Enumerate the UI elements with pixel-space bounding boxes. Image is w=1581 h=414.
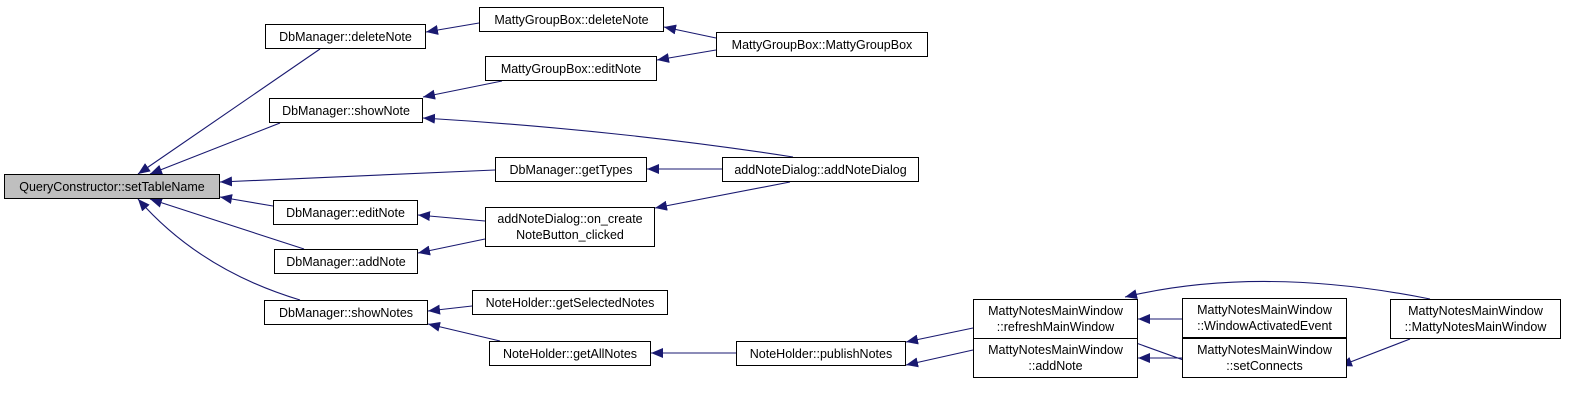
node-mnmw-activated[interactable]: MattyNotesMainWindow::WindowActivatedEve… <box>1182 298 1347 338</box>
call-edge-mgb_editNote-to-db_showNote <box>422 80 503 100</box>
node-mgb-deleteNote[interactable]: MattyGroupBox::deleteNote <box>479 7 664 32</box>
node-label-line: DbManager::getTypes <box>509 162 633 177</box>
call-edge-mgb_ctor-to-mgb_editNote <box>656 49 717 63</box>
call-edge-mnmw_ctor-to-mnmw_refresh <box>1124 280 1431 300</box>
node-db-addNote[interactable]: DbManager::addNote <box>274 249 418 274</box>
node-label-line: NoteHolder::getSelectedNotes <box>485 295 655 310</box>
node-label-line: DbManager::editNote <box>286 205 405 220</box>
node-label-line: ::addNote <box>1028 359 1083 373</box>
node-mnmw-setConnects[interactable]: MattyNotesMainWindow::setConnects <box>1182 338 1347 378</box>
node-mnmw-addNote[interactable]: MattyNotesMainWindow::addNote <box>973 338 1138 378</box>
node-nh-getAll[interactable]: NoteHolder::getAllNotes <box>489 341 651 366</box>
node-label-line: MattyNotesMainWindow <box>1197 343 1332 357</box>
node-db-editNote[interactable]: DbManager::editNote <box>273 200 418 225</box>
call-edge-nh_getAll-to-db_showNotes <box>427 321 501 342</box>
node-mgb-editNote[interactable]: MattyGroupBox::editNote <box>485 56 657 81</box>
node-mgb-ctor[interactable]: MattyGroupBox::MattyGroupBox <box>716 32 928 57</box>
call-edge-db_showNotes-to-qc_setTableName <box>137 198 301 301</box>
node-label-line: MattyGroupBox::editNote <box>500 61 642 76</box>
node-db-deleteNote[interactable]: DbManager::deleteNote <box>265 24 426 49</box>
node-qc-setTableName[interactable]: QueryConstructor::setTableName <box>4 174 220 199</box>
node-nh-publish[interactable]: NoteHolder::publishNotes <box>736 341 906 366</box>
call-edge-mgb_ctor-to-mgb_deleteNote <box>663 24 717 39</box>
node-db-showNote[interactable]: DbManager::showNote <box>269 98 423 123</box>
node-label-line: addNoteDialog::on_create <box>497 212 643 226</box>
node-label-line: MattyGroupBox::deleteNote <box>494 12 649 27</box>
node-label-line: MattyNotesMainWindow <box>1197 303 1332 317</box>
node-label-line: MattyNotesMainWindow <box>988 304 1123 318</box>
call-edge-mnmw_addNote-to-nh_publish <box>905 349 974 368</box>
call-edge-mgb_deleteNote-to-db_deleteNote <box>425 22 480 35</box>
node-label-line: MattyGroupBox::MattyGroupBox <box>731 37 913 52</box>
node-mnmw-ctor[interactable]: MattyNotesMainWindow::MattyNotesMainWind… <box>1390 299 1561 339</box>
node-mnmw-refresh[interactable]: MattyNotesMainWindow::refreshMainWindow <box>973 299 1138 339</box>
node-label-line: DbManager::showNotes <box>278 305 414 320</box>
node-label-line: NoteButton_clicked <box>516 228 624 242</box>
node-db-showNotes[interactable]: DbManager::showNotes <box>264 300 428 325</box>
node-and-ctor[interactable]: addNoteDialog::addNoteDialog <box>722 157 919 182</box>
call-edge-nh_getSelected-to-db_showNotes <box>427 304 473 315</box>
call-edge-db_editNote-to-qc_setTableName <box>219 194 274 207</box>
call-edge-and_ctor-to-and_create <box>654 181 791 211</box>
node-label-line: NoteHolder::getAllNotes <box>502 346 638 361</box>
node-label-line: MattyNotesMainWindow <box>1408 304 1543 318</box>
node-label-line: ::MattyNotesMainWindow <box>1404 320 1547 334</box>
node-label-line: DbManager::showNote <box>282 103 410 118</box>
call-edge-db_addNote-to-qc_setTableName <box>149 197 305 250</box>
call-edge-mnmw_ctor-to-mnmw_setConnects <box>1339 338 1411 367</box>
call-edge-mnmw_refresh-to-nh_publish <box>905 327 974 345</box>
node-nh-getSelected[interactable]: NoteHolder::getSelectedNotes <box>472 290 668 315</box>
call-edge-db_showNote-to-qc_setTableName <box>149 122 281 175</box>
call-edge-and_create-to-db_editNote <box>417 211 486 222</box>
call-edge-db_getTypes-to-qc_setTableName <box>219 169 496 187</box>
node-label-line: DbManager::deleteNote <box>279 29 412 44</box>
node-label-line: ::setConnects <box>1226 359 1303 373</box>
node-label-line: NoteHolder::publishNotes <box>749 346 893 361</box>
node-db-getTypes[interactable]: DbManager::getTypes <box>495 157 647 182</box>
node-label-line: ::refreshMainWindow <box>996 320 1115 334</box>
node-label-line: addNoteDialog::addNoteDialog <box>734 162 907 177</box>
node-label-line: MattyNotesMainWindow <box>988 343 1123 357</box>
call-edge-and_ctor-to-db_showNote <box>422 113 794 158</box>
node-label-line: QueryConstructor::setTableName <box>19 179 205 194</box>
call-edge-db_deleteNote-to-qc_setTableName <box>137 48 321 175</box>
node-label-line: ::WindowActivatedEvent <box>1197 319 1332 333</box>
node-label-line: DbManager::addNote <box>286 254 406 269</box>
call-edge-and_create-to-db_addNote <box>417 238 486 256</box>
